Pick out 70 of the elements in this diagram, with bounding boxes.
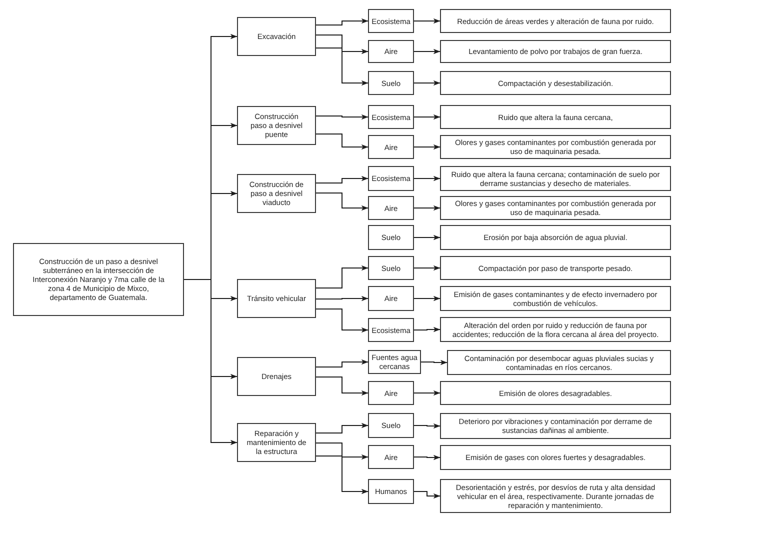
factor-box [368, 9, 414, 33]
impact-box [440, 9, 671, 33]
factor-box [368, 445, 414, 469]
connector-arrow [316, 456, 368, 494]
impact-box [440, 317, 671, 342]
connector-arrow [316, 192, 368, 211]
impact-box [440, 166, 671, 191]
connector-arrow [414, 18, 440, 24]
factor-box [368, 71, 414, 95]
connector-arrow [414, 491, 440, 499]
factor-box [368, 135, 414, 159]
connector-arrow [414, 205, 440, 211]
connector-arrow [316, 114, 368, 120]
connector-arrow [414, 80, 440, 86]
connector-arrow [316, 134, 368, 150]
impact-box [440, 225, 671, 250]
factor-box [368, 225, 414, 250]
connector-arrow [414, 114, 440, 120]
activity-box [237, 106, 316, 145]
connector-arrow [316, 48, 368, 86]
impact-box [440, 445, 671, 470]
impact-box [440, 381, 671, 405]
factor-box [368, 256, 414, 280]
activity-box [237, 17, 316, 56]
connector-arrow [414, 234, 440, 240]
impact-box [440, 40, 671, 63]
connector-arrow [414, 296, 440, 302]
activity-box [237, 279, 316, 318]
connector-arrow [316, 442, 368, 460]
factor-box [368, 318, 414, 342]
impact-box [447, 350, 671, 375]
factor-box [368, 196, 414, 220]
connector-arrow [414, 390, 440, 396]
factor-box [368, 479, 414, 504]
connector-arrow [184, 279, 238, 446]
impact-box [440, 135, 671, 159]
activity-box [237, 423, 316, 462]
connector-arrow [316, 265, 368, 288]
impact-box [440, 286, 671, 311]
factor-box [368, 105, 414, 129]
connector-arrow [316, 376, 368, 396]
impact-box [440, 105, 671, 129]
connector-arrow [316, 34, 368, 54]
impact-box [440, 71, 671, 95]
impact-box [440, 256, 671, 280]
connector-arrow [316, 422, 368, 434]
topic-box [13, 243, 184, 316]
connector-arrow [316, 296, 368, 302]
connector-arrow [414, 454, 440, 460]
factor-box [368, 40, 414, 63]
activity-box [237, 357, 316, 396]
connector-arrow [316, 308, 368, 333]
activity-box [237, 174, 316, 213]
connector-arrow [420, 360, 448, 366]
impact-box [440, 196, 671, 220]
connector-arrow [414, 176, 440, 182]
connector-arrow [414, 144, 440, 150]
impact-box [440, 413, 671, 439]
connector-arrow [316, 176, 368, 184]
factor-box [368, 286, 414, 311]
connector-arrow [414, 265, 440, 271]
connector-arrow [316, 359, 368, 368]
connector-arrow [414, 423, 440, 429]
factor-box [368, 413, 414, 438]
factor-box [368, 381, 414, 405]
connector-arrow [316, 18, 368, 26]
connector-arrow [414, 48, 440, 54]
impact-box [440, 479, 671, 513]
connector-arrow [414, 326, 440, 332]
factor-box [368, 166, 414, 191]
